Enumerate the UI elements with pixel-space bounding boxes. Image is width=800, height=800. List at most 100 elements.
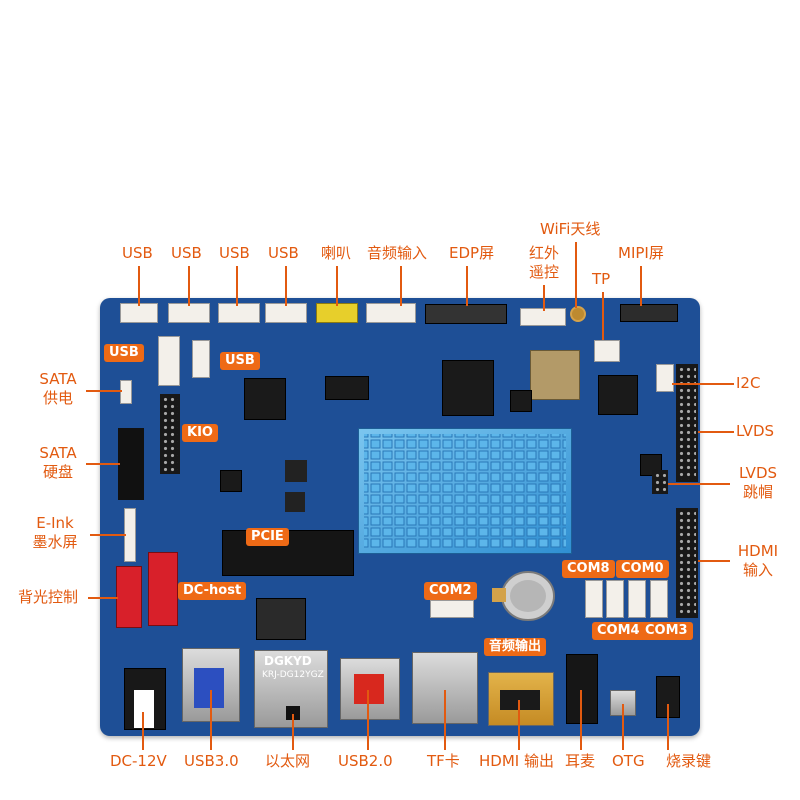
hdmi-in-header bbox=[676, 508, 698, 618]
eth-model-print: KRJ-DG12YGZ bbox=[262, 670, 324, 680]
leader-lvds-jumper bbox=[668, 483, 730, 485]
label-usb-2: USB bbox=[171, 244, 202, 262]
label-usb30: USB3.0 bbox=[184, 752, 239, 770]
label-dc12v: DC-12V bbox=[110, 752, 167, 770]
usb20-port bbox=[340, 658, 400, 720]
usb-connector-mid bbox=[192, 340, 210, 378]
heatsink bbox=[358, 428, 572, 554]
leader-hdmi-out bbox=[518, 700, 520, 750]
com-connector-2 bbox=[606, 580, 624, 618]
leader-sata-disk bbox=[86, 463, 120, 465]
label-usb-3: USB bbox=[219, 244, 250, 262]
lvds-jumper bbox=[652, 470, 668, 494]
label-backlight: 背光控制 bbox=[18, 588, 79, 606]
chip-left-2 bbox=[220, 470, 242, 492]
label-sata-power-line1: SATA bbox=[39, 370, 77, 388]
speaker-connector bbox=[316, 303, 358, 323]
tag-audio-out: 音频输出 bbox=[484, 638, 547, 656]
label-audio-in: 音频输入 bbox=[367, 244, 428, 262]
tag-kio: KIO bbox=[182, 424, 218, 442]
chip-left-4 bbox=[285, 492, 305, 512]
usb20-port-inner bbox=[354, 674, 384, 704]
leader-wifi bbox=[575, 242, 577, 308]
label-usb20: USB2.0 bbox=[338, 752, 393, 770]
tag-com8: COM8 bbox=[562, 560, 615, 578]
label-edp: EDP屏 bbox=[449, 244, 495, 262]
leader-usb-1 bbox=[138, 266, 140, 306]
wifi-antenna-connector bbox=[570, 306, 586, 322]
leader-i2c bbox=[672, 383, 734, 385]
usb-connector-4 bbox=[265, 303, 307, 323]
dc-host-connector bbox=[148, 552, 178, 626]
usb-connector-side bbox=[158, 336, 180, 386]
leader-ethernet bbox=[292, 714, 294, 750]
label-ir-line1: 红外 bbox=[528, 244, 559, 262]
chip-top-mid bbox=[325, 376, 369, 400]
leader-ir bbox=[543, 285, 545, 311]
leader-sata-power bbox=[86, 390, 122, 392]
leader-burn-key bbox=[667, 704, 669, 750]
leader-tp bbox=[602, 292, 604, 340]
tag-usb-left: USB bbox=[104, 344, 144, 362]
label-hdmi-in-line1: HDMI bbox=[737, 542, 779, 560]
label-headset: 耳麦 bbox=[565, 752, 596, 770]
label-sata-disk-line1: SATA bbox=[39, 444, 77, 462]
label-lvds: LVDS bbox=[736, 422, 775, 440]
tag-usb-mid: USB bbox=[220, 352, 260, 370]
label-wifi: WiFi天线 bbox=[540, 220, 601, 238]
dc-jack-face bbox=[134, 690, 154, 728]
leader-usb-4 bbox=[285, 266, 287, 306]
headset-jack bbox=[566, 654, 598, 724]
label-mipi: MIPI屏 bbox=[618, 244, 664, 262]
eth-chip bbox=[256, 598, 306, 640]
leader-speaker bbox=[336, 266, 338, 306]
edp-connector bbox=[425, 304, 507, 324]
leader-mipi bbox=[640, 266, 642, 306]
label-usb-4: USB bbox=[268, 244, 299, 262]
label-usb-1: USB bbox=[122, 244, 153, 262]
label-tf: TF卡 bbox=[427, 752, 460, 770]
label-eink-line2: 墨水屏 bbox=[32, 533, 78, 551]
com8-connector bbox=[585, 580, 603, 618]
label-otg: OTG bbox=[612, 752, 645, 770]
leader-usb-3 bbox=[236, 266, 238, 306]
leader-backlight bbox=[88, 597, 118, 599]
leader-hdmi-in bbox=[698, 560, 730, 562]
mipi-connector bbox=[620, 304, 678, 322]
usb-connector-3 bbox=[218, 303, 260, 323]
backlight-connector bbox=[116, 566, 142, 628]
ethernet-port-hole bbox=[286, 706, 300, 720]
label-ir-line2: 遥控 bbox=[528, 263, 559, 281]
label-hdmi-in-line2: 输入 bbox=[742, 561, 773, 579]
wifi-module bbox=[530, 350, 580, 400]
label-ethernet: 以太网 bbox=[265, 752, 311, 770]
tag-dc-host: DC-host bbox=[178, 582, 247, 600]
chip-left-3 bbox=[285, 460, 307, 482]
chip-right-1 bbox=[598, 375, 638, 415]
leader-headset bbox=[580, 690, 582, 750]
i2c-connector bbox=[656, 364, 674, 392]
label-lvds-jumper-line2: 跳帽 bbox=[742, 483, 773, 501]
usb30-port-inner bbox=[194, 668, 224, 708]
label-sata-disk-line2: 硬盘 bbox=[42, 463, 73, 481]
leader-lvds bbox=[698, 431, 734, 433]
tag-com3: COM3 bbox=[640, 622, 693, 640]
sata-power-connector bbox=[120, 380, 132, 404]
chip-near-heatsink bbox=[510, 390, 532, 412]
leader-usb30 bbox=[210, 690, 212, 750]
label-hdmi-out: HDMI 输出 bbox=[479, 752, 554, 770]
chip-left-1 bbox=[244, 378, 286, 420]
label-tp: TP bbox=[592, 270, 611, 288]
label-speaker: 喇叭 bbox=[321, 244, 352, 262]
leader-edp bbox=[466, 266, 468, 306]
com2-connector bbox=[430, 600, 474, 618]
label-eink-line1: E-Ink bbox=[36, 514, 74, 532]
leader-otg bbox=[622, 704, 624, 750]
kio-header bbox=[160, 394, 180, 474]
memory-chip bbox=[442, 360, 494, 416]
rtc-battery bbox=[492, 571, 555, 621]
eth-brand-print: DGKYD bbox=[264, 654, 312, 668]
leader-usb20 bbox=[367, 690, 369, 750]
leader-usb-2 bbox=[188, 266, 190, 306]
com0-connector bbox=[628, 580, 646, 618]
